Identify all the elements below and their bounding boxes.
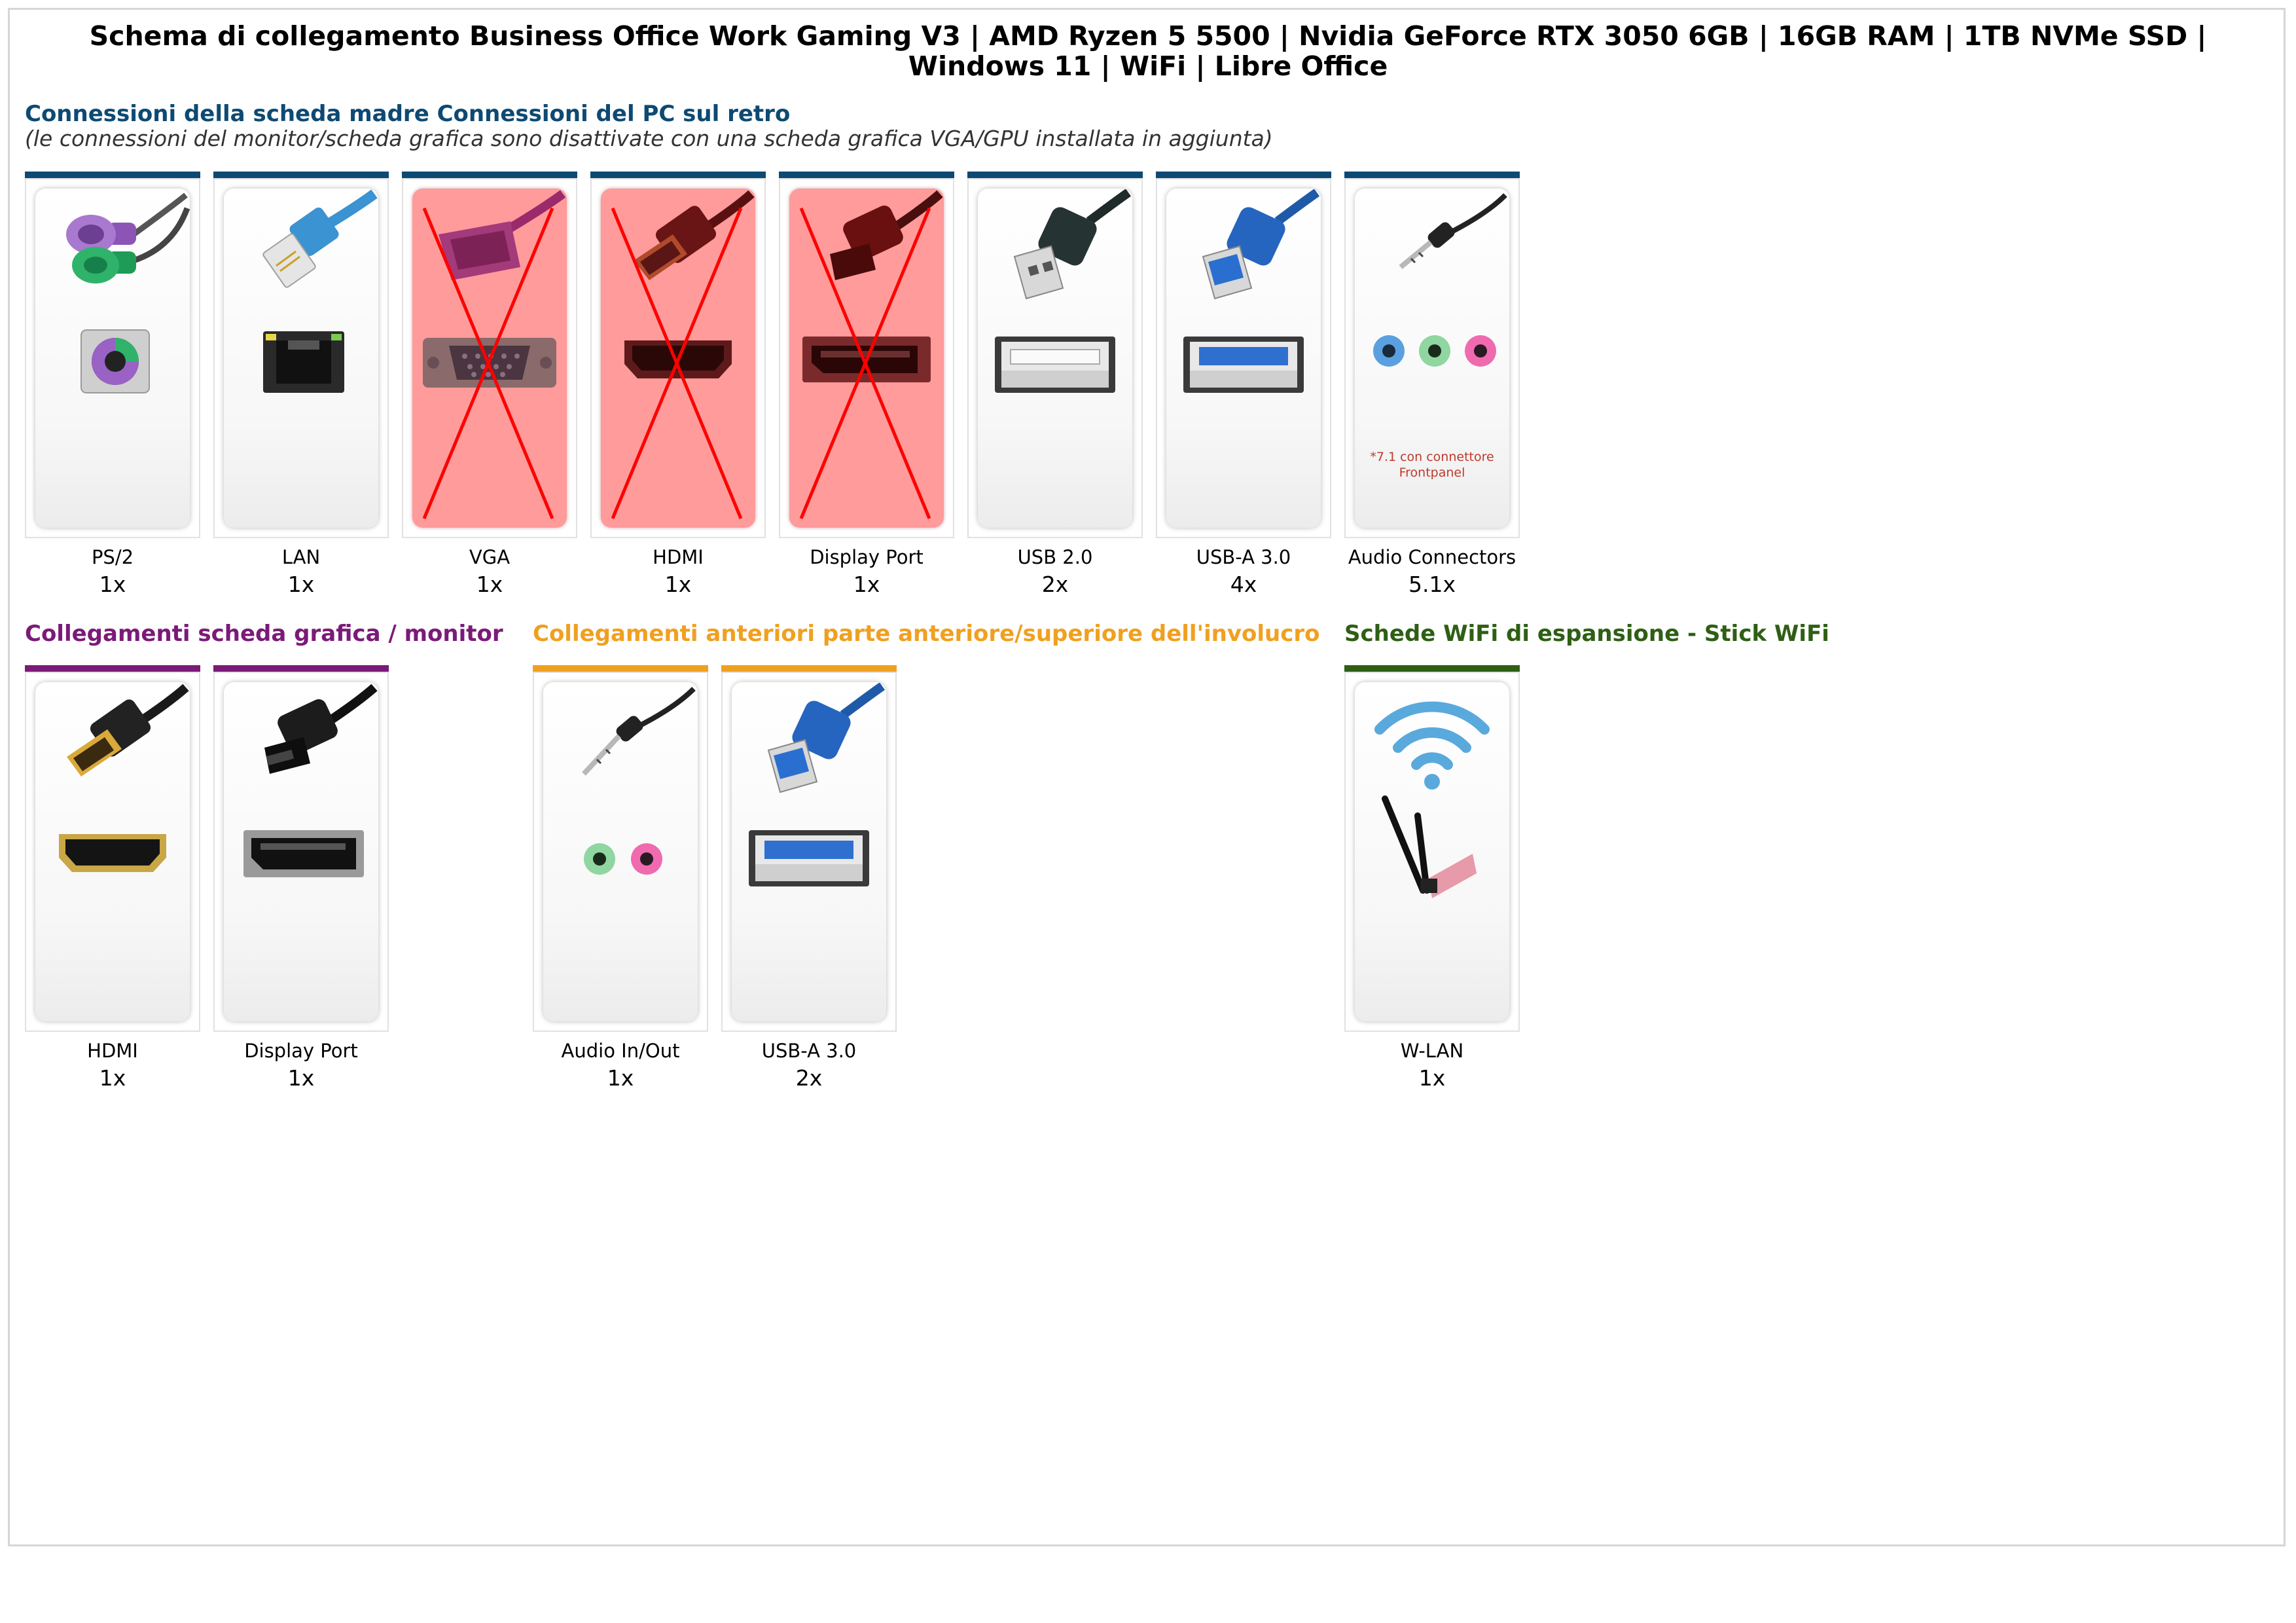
audio-jack-icon [1373, 193, 1507, 367]
port-label: HDMI [87, 1040, 138, 1062]
displayport-icon [243, 684, 378, 877]
wifi-icon [1374, 701, 1490, 898]
port-card-hdmi-motherboard [590, 172, 766, 538]
section-color-bar [213, 665, 389, 672]
port-card-vga [402, 172, 577, 538]
motherboard-section-title: Connessioni della scheda madre Connessio… [25, 101, 791, 127]
port-card-hdmi-graphics [25, 665, 200, 1032]
port-card-displayport-graphics [213, 665, 389, 1032]
port-label: PS/2 [91, 546, 134, 568]
audio-note: *7.1 con connettore Frontpanel [1370, 450, 1494, 480]
port-count: 1x [99, 1065, 126, 1091]
motherboard-section-subtitle: (le connessioni del monitor/scheda grafi… [25, 126, 1273, 151]
section-color-bar [721, 665, 897, 672]
port-count: 1x [607, 1065, 634, 1091]
disabled-cross-icon [799, 208, 931, 519]
port-label: VGA [469, 546, 511, 568]
front-section-title: Collegamenti anteriori parte anteriore/s… [533, 621, 1320, 647]
port-card-usb3-motherboard [1156, 172, 1331, 538]
graphics-section-title: Collegamenti scheda grafica / monitor [25, 621, 503, 647]
port-card-usb3-front [721, 665, 897, 1032]
port-label: USB-A 3.0 [761, 1040, 857, 1062]
port-count: 1x [664, 572, 692, 597]
disabled-cross-icon [611, 208, 743, 519]
ps2-icon [66, 192, 190, 393]
hdmi-icon [59, 684, 189, 872]
port-label: LAN [281, 546, 321, 568]
port-count: 1x [1418, 1065, 1446, 1091]
port-card-wlan [1344, 665, 1520, 1032]
section-color-bar [213, 172, 389, 178]
section-color-bar [590, 172, 766, 178]
port-count: 1x [99, 572, 126, 597]
port-count: 1x [853, 572, 880, 597]
section-color-bar [1156, 172, 1331, 178]
wifi-section-title: Schede WiFi di espansione - Stick WiFi [1344, 621, 1829, 647]
page-frame [8, 8, 2286, 1546]
section-color-bar [967, 172, 1143, 178]
usb3-icon [1183, 189, 1320, 393]
port-count: 1x [287, 572, 315, 597]
port-count: 2x [795, 1065, 823, 1091]
port-count: 5.1x [1408, 572, 1456, 597]
port-label: HDMI [653, 546, 704, 568]
port-label: USB 2.0 [1017, 546, 1093, 568]
port-card-audio-front [533, 665, 708, 1032]
usb2-icon [995, 189, 1132, 393]
disabled-cross-icon [422, 208, 554, 519]
page-title: Schema di collegamento Business Office W… [89, 20, 2207, 82]
port-label: Audio In/Out [561, 1040, 680, 1062]
section-color-bar [779, 172, 954, 178]
port-card-lan [213, 172, 389, 538]
port-card-usb2 [967, 172, 1143, 538]
port-count: 4x [1230, 572, 1257, 597]
port-count: 1x [476, 572, 503, 597]
section-color-bar [25, 172, 200, 178]
section-color-bar [1344, 172, 1520, 178]
section-color-bar [25, 665, 200, 672]
port-label: W-LAN [1400, 1040, 1464, 1062]
lan-icon [262, 189, 378, 393]
port-card-displayport-motherboard [779, 172, 954, 538]
port-count: 1x [287, 1065, 315, 1091]
port-label: Audio Connectors [1348, 546, 1516, 568]
port-label: Display Port [810, 546, 924, 568]
usb3-icon [749, 682, 886, 886]
audio-jack-icon [582, 687, 696, 875]
port-count: 2x [1041, 572, 1069, 597]
section-color-bar [1344, 665, 1520, 672]
port-card-audio: *7.1 con connettore Frontpanel [1344, 172, 1520, 538]
section-color-bar [533, 665, 708, 672]
section-color-bar [402, 172, 577, 178]
port-label: USB-A 3.0 [1196, 546, 1291, 568]
port-card-ps2 [25, 172, 200, 538]
port-label: Display Port [244, 1040, 358, 1062]
